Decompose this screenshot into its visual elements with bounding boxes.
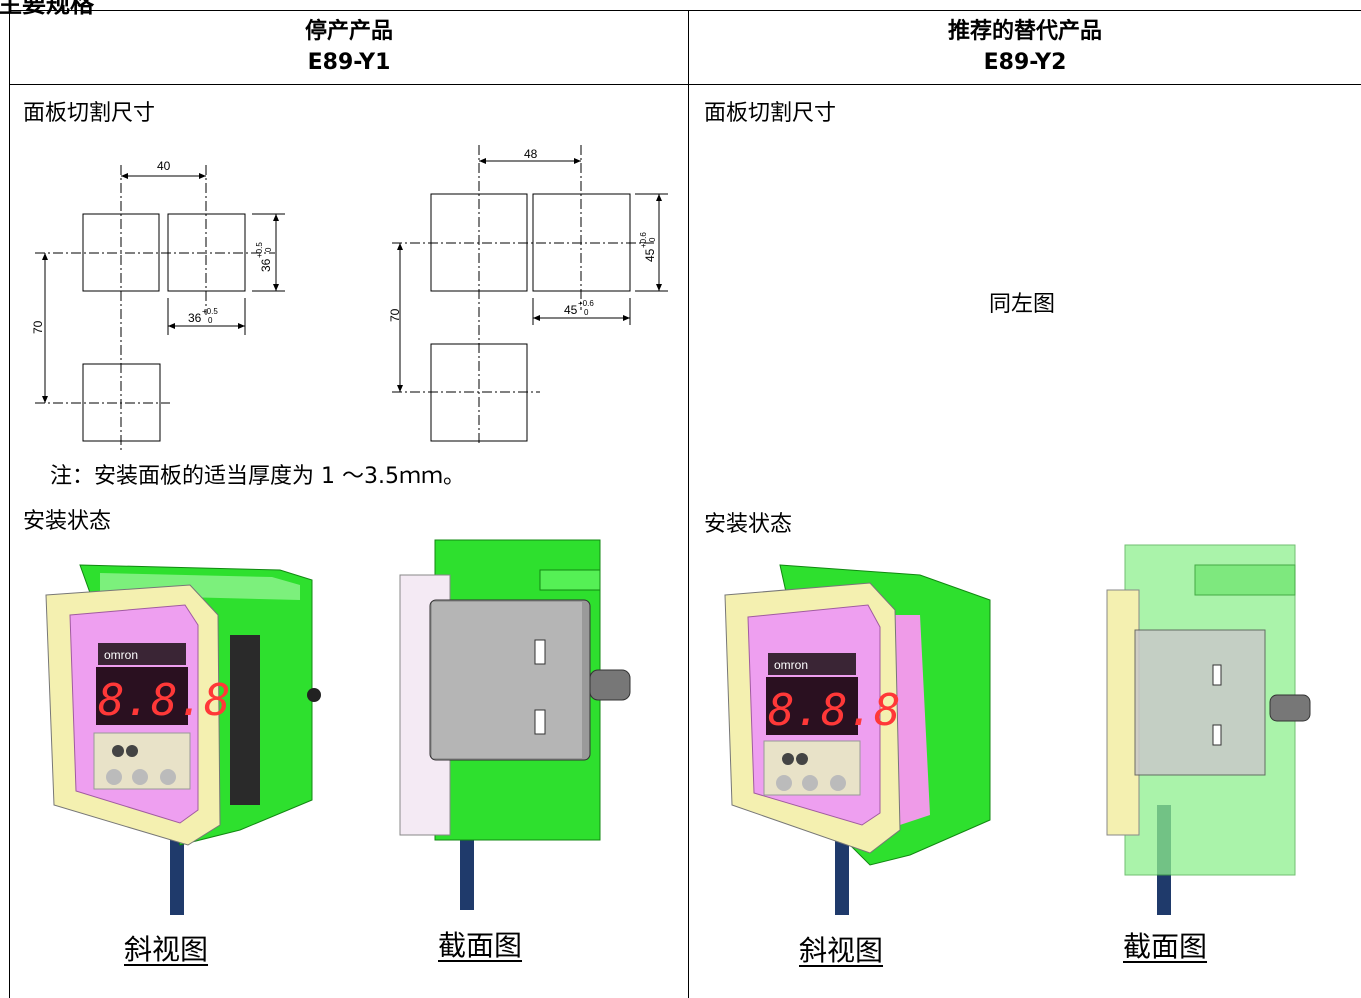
left-column-header: 停产产品 E89-Y1 xyxy=(10,16,688,78)
cutout-diagram-large: 48 70 45 +0.6 0 45 +0.6 0 xyxy=(388,145,668,445)
left-oblique-view-image: omron 8.8.8 xyxy=(45,564,321,915)
left-oblique-caption[interactable]: 斜视图 xyxy=(124,933,209,966)
small-cut-h-tol-plus: +0.5 xyxy=(255,242,264,258)
large-cut-w-label: 45 xyxy=(564,303,578,317)
small-cut-w-tol-plus: +0.5 xyxy=(202,307,218,316)
right-header-title: 推荐的替代产品 xyxy=(947,19,1102,44)
left-panel-thickness-note: 注：安装面板的适当厚度为 1 ～3.5ｍｍ。 xyxy=(50,464,465,489)
page-header: 主要规格 xyxy=(0,0,94,18)
large-pitch-v-label: 70 xyxy=(388,308,402,322)
table-left-border xyxy=(9,10,10,998)
left-mount-label: 安装状态 xyxy=(23,509,112,534)
small-pitch-h-label: 40 xyxy=(157,159,171,173)
cutout-diagram-small: 40 70 36 +0.5 0 36 +0.5 0 xyxy=(31,159,285,450)
small-cut-h-tol-minus: 0 xyxy=(264,247,273,252)
right-same-as-left: 同左图 xyxy=(989,292,1056,317)
small-cut-h-label: 36 xyxy=(259,258,273,272)
right-oblique-digits: 8.8.8 xyxy=(768,685,900,736)
table-column-divider xyxy=(688,10,689,998)
large-cut-h-label: 45 xyxy=(643,248,657,262)
left-section-view-image xyxy=(399,539,631,910)
right-cutout-label: 面板切割尺寸 xyxy=(704,101,837,126)
left-header-model: E89-Y1 xyxy=(307,50,391,75)
small-cut-w-label: 36 xyxy=(188,311,202,325)
left-cutout-label: 面板切割尺寸 xyxy=(23,101,156,126)
large-cut-h-tol-plus: +0.6 xyxy=(639,232,648,248)
left-oblique-digits: 8.8.8 xyxy=(98,675,230,726)
right-header-model: E89-Y2 xyxy=(983,50,1067,75)
large-cut-w-tol-minus: 0 xyxy=(584,308,589,317)
small-pitch-v-label: 70 xyxy=(31,320,45,334)
right-mount-label: 安装状态 xyxy=(704,512,793,537)
right-oblique-view-image: omron 8.8.8 xyxy=(724,564,991,915)
right-oblique-caption[interactable]: 斜视图 xyxy=(799,934,884,967)
right-oblique-brand: omron xyxy=(774,658,808,672)
large-cut-w-tol-plus: +0.6 xyxy=(578,299,594,308)
table-header-divider xyxy=(9,84,1361,85)
small-cut-w-tol-minus: 0 xyxy=(208,316,213,325)
right-section-caption[interactable]: 截面图 xyxy=(1123,930,1208,963)
left-section-caption[interactable]: 截面图 xyxy=(438,929,523,962)
left-header-title: 停产产品 xyxy=(304,19,393,44)
left-oblique-brand: omron xyxy=(104,648,138,662)
large-cut-h-tol-minus: 0 xyxy=(648,237,657,242)
right-column-header: 推荐的替代产品 E89-Y2 xyxy=(689,16,1361,78)
large-pitch-h-label: 48 xyxy=(524,147,538,161)
table-top-border xyxy=(9,10,1361,11)
right-section-view-image xyxy=(1106,544,1311,915)
